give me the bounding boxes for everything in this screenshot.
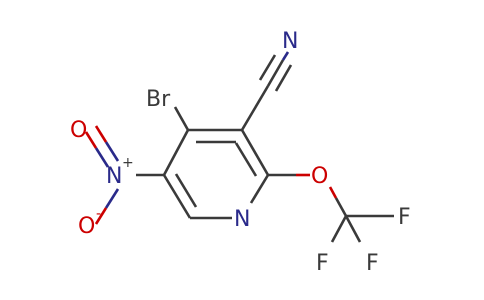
bond-c-f3	[344, 215, 362, 243]
bond-c3-c2	[240, 129, 270, 176]
bond-cn-triple-1b	[281, 51, 290, 61]
bond-nnitro-otop-2o	[84, 131, 98, 149]
atom-br: Br	[146, 87, 171, 112]
bond-o-c-gray	[334, 197, 348, 217]
bond-o-c	[328, 186, 338, 199]
atom-f3: F	[366, 251, 379, 276]
bond-c3-cn	[240, 85, 270, 131]
bond-c5-c4	[162, 129, 190, 176]
bond-cn-triple-3	[274, 64, 293, 92]
atom-n-nitro: N	[106, 164, 122, 189]
bond-c4-br	[173, 106, 190, 131]
bond-c6-c5	[162, 174, 192, 219]
bond-c2-n	[249, 174, 270, 204]
bond-nnitro-obottom	[104, 188, 120, 209]
atom-n-ring: N	[234, 207, 250, 232]
atom-n-nitrile: N	[282, 29, 298, 54]
bond-nnitro-obottom-o	[94, 207, 108, 225]
nitro-minus-charge: -	[96, 206, 101, 222]
atom-o-nitro-top: O	[70, 118, 87, 143]
bond-c3-c2-inner	[234, 142, 258, 177]
bond-c-f2	[330, 215, 348, 243]
bond-nnitro-otop-o	[94, 125, 108, 143]
atom-f1: F	[398, 205, 411, 230]
atom-o-nitro-bottom: O	[78, 214, 95, 239]
atom-f2: F	[316, 251, 329, 276]
bond-nnitro-otop-2	[94, 147, 110, 168]
atom-o-ether: O	[311, 164, 328, 189]
bond-nnitro-otop	[104, 141, 120, 162]
bond-cn-triple-2	[258, 54, 277, 81]
bond-cn-triple-1	[266, 59, 285, 87]
nitro-plus-charge: +	[122, 155, 134, 171]
bond-c6-c5-inner	[174, 173, 198, 208]
